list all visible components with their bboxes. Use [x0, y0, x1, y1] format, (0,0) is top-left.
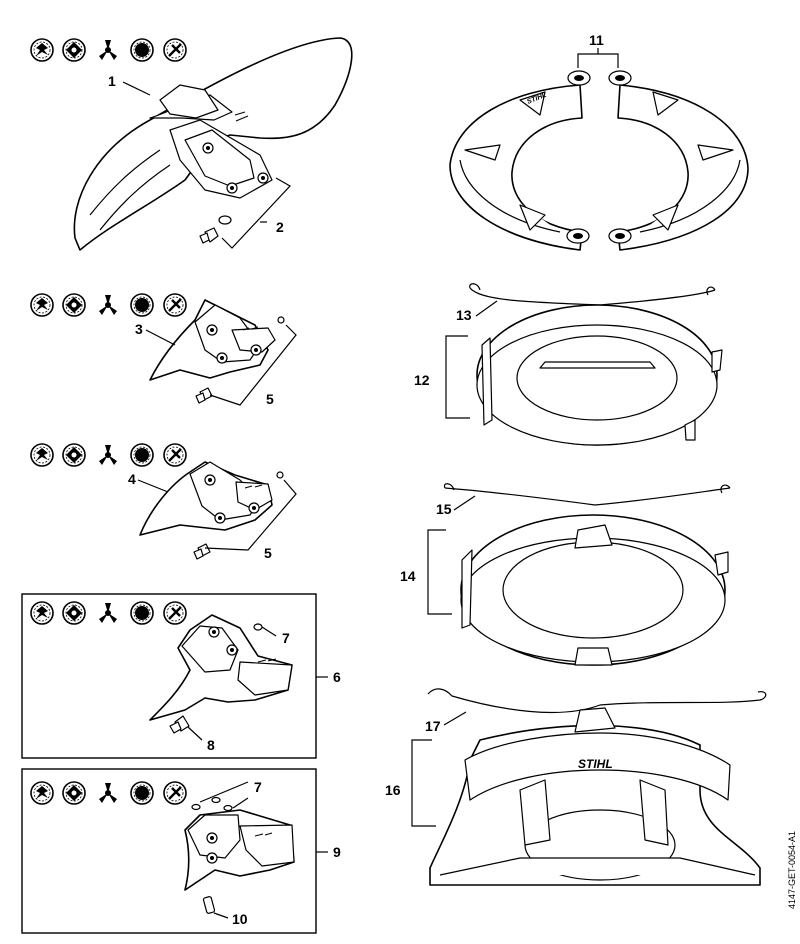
shredder-blade-icon [163, 293, 187, 317]
assembly-box-9 [21, 768, 317, 934]
brush-knife-icon [62, 38, 86, 62]
assembly-box-6 [21, 593, 317, 759]
three-tooth-blade-icon [99, 445, 117, 465]
callout-5: 5 [266, 391, 274, 407]
part-6-clamp-assembly [149, 614, 293, 734]
three-tooth-blade-icon [99, 603, 117, 623]
callout-7: 7 [282, 630, 290, 646]
mowing-head-icon [130, 293, 154, 317]
grass-cutting-blade-icon [30, 443, 54, 467]
grass-cutting-blade-icon [30, 293, 54, 317]
callout-16: 16 [385, 782, 401, 798]
part-4-mounting-bracket [139, 461, 284, 560]
part-12-guard-ring [469, 283, 723, 446]
shredder-blade-icon [163, 781, 187, 805]
tool-icon-row-3 [30, 443, 187, 467]
mowing-head-icon [130, 781, 154, 805]
document-id-label: 4147-GET-0054-A1 [787, 830, 797, 910]
three-tooth-blade-icon [96, 38, 120, 62]
part-3-mounting-bracket [149, 299, 285, 404]
mowing-head-icon [130, 38, 154, 62]
brush-knife-icon [62, 601, 86, 625]
part-16-guard-housing: STIHL [427, 688, 767, 886]
shredder-blade-icon [163, 38, 187, 62]
tool-icon-row-5 [30, 781, 187, 805]
brush-knife-icon [62, 293, 86, 317]
part-11-split-guard-ring: STIHL [449, 70, 749, 251]
shredder-blade-icon [163, 601, 187, 625]
callout-15: 15 [436, 501, 452, 517]
callout-9: 9 [333, 844, 341, 860]
callout-11: 11 [589, 32, 604, 48]
callout-14: 14 [400, 568, 416, 584]
callout-2: 2 [276, 219, 284, 235]
tool-icon-row-1 [30, 38, 187, 62]
document-id: 4147-GET-0054-A1 [786, 810, 798, 930]
brush-knife-icon [62, 781, 86, 805]
callout-10: 10 [232, 911, 248, 927]
shredder-blade-icon [163, 443, 187, 467]
grass-cutting-blade-icon [30, 781, 54, 805]
three-tooth-blade-icon [99, 783, 117, 803]
callout-6: 6 [333, 669, 341, 685]
callout-5-second: 5 [264, 545, 272, 561]
callout-1: 1 [108, 73, 116, 89]
part-1-deflector-guard [73, 37, 353, 251]
callout-17: 17 [425, 718, 441, 734]
tool-icon-row-4 [30, 601, 187, 625]
brand-mark-stihl: STIHL [578, 757, 613, 771]
callout-4: 4 [128, 471, 136, 487]
three-tooth-blade-icon [99, 295, 117, 315]
grass-cutting-blade-icon [30, 38, 54, 62]
callout-12: 12 [414, 372, 430, 388]
brush-knife-icon [62, 443, 86, 467]
part-9-clamp-assembly [184, 796, 295, 914]
callout-13: 13 [456, 307, 472, 323]
callout-7-second: 7 [254, 779, 262, 795]
callout-3: 3 [135, 321, 143, 337]
leader-lines [122, 48, 619, 919]
part-14-guard-ring [443, 483, 731, 666]
mowing-head-icon [130, 601, 154, 625]
callout-8: 8 [207, 737, 215, 753]
grass-cutting-blade-icon [30, 601, 54, 625]
tool-icon-row-2 [30, 293, 187, 317]
mowing-head-icon [130, 443, 154, 467]
